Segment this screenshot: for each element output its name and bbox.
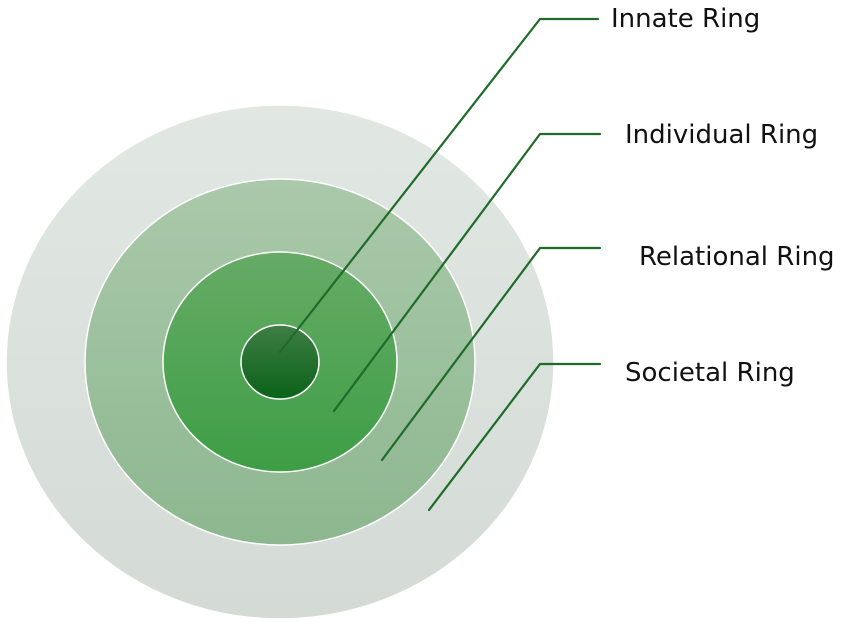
individual-ring-leader-line: [332, 132, 602, 413]
innate-ring-leader-line: [278, 17, 600, 354]
societal-ring-leader-line: [427, 362, 602, 512]
individual-ring-label: Individual Ring: [625, 120, 818, 150]
societal-ring-label: Societal Ring: [625, 358, 795, 388]
relational-ring-leader-line: [380, 246, 602, 462]
innate-ring-shape: [240, 324, 320, 400]
innate-ring-label: Innate Ring: [611, 4, 760, 34]
relational-ring-label: Relational Ring: [639, 242, 835, 272]
